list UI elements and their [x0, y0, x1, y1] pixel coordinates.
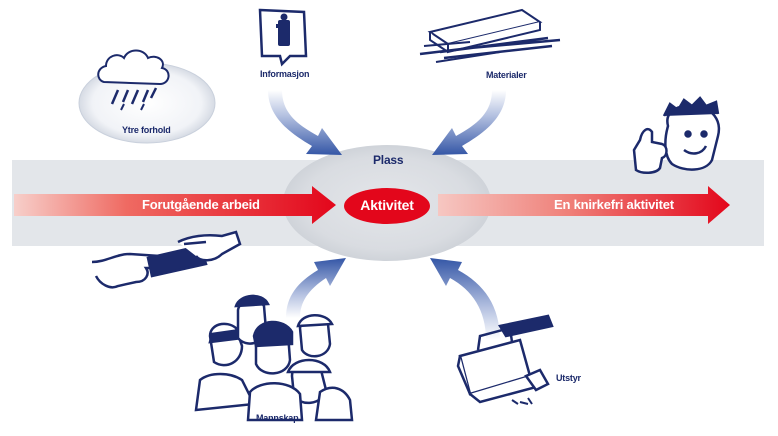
weather-label: Ytre forhold — [122, 125, 171, 135]
toolbox-icon — [456, 314, 554, 405]
left-arrow — [14, 186, 336, 224]
left-arrow-label: Forutgående arbeid — [142, 197, 260, 212]
materials-label: Materialer — [486, 70, 527, 80]
arrow-mannskap — [286, 258, 346, 318]
arrow-informasjon — [268, 90, 342, 155]
right-arrow — [438, 186, 730, 224]
thumbs-up-face-icon — [632, 96, 721, 174]
activity-ellipse — [344, 188, 430, 224]
lumber-planks-icon — [419, 8, 561, 63]
arrow-utstyr — [430, 258, 500, 340]
activity-label: Aktivitet — [360, 197, 414, 213]
right-arrow-label: En knirkefri aktivitet — [554, 197, 674, 212]
equipment-label: Utstyr — [556, 373, 581, 383]
arrow-materialer — [432, 90, 506, 155]
input-arrows — [268, 90, 506, 340]
work-crew-icon — [194, 294, 354, 422]
handover-hands-icon — [91, 230, 242, 289]
rain-cloud-icon — [97, 49, 170, 111]
crew-label: Mannskap — [256, 413, 299, 423]
place-label: Plass — [373, 153, 404, 167]
information-sign-icon — [258, 8, 308, 67]
information-label: Informasjon — [260, 69, 310, 79]
